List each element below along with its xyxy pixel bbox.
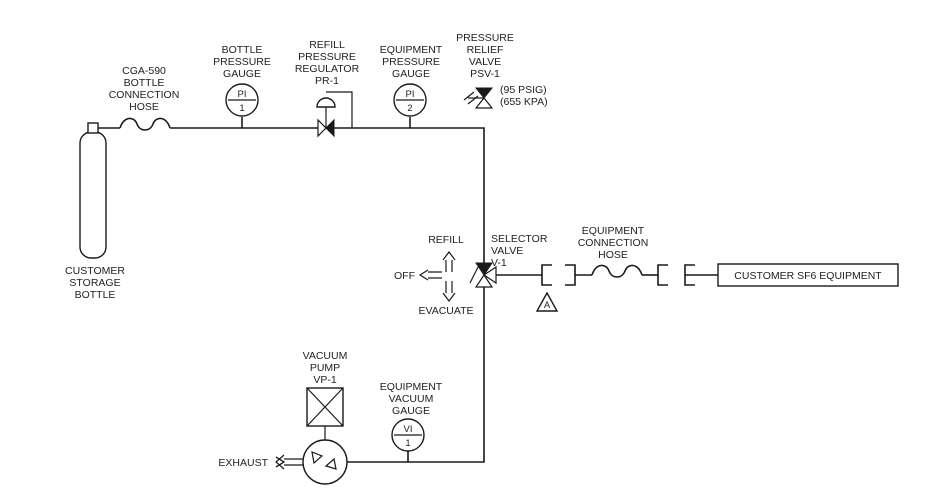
equip-hose-label-1: EQUIPMENT [582,225,645,237]
customer-sf6-equipment-box [717,263,899,287]
vacuum-pump-label-2: PUMP [310,362,340,374]
refill-label: REFILL [428,234,464,246]
relief-valve-label-3: VALVE [469,56,501,68]
selector-valve-label-2: VALVE [491,245,523,257]
cga-590-hose [119,117,171,131]
vacuum-pump-motor [306,387,344,440]
vacuum-pump-label-3: VP-1 [313,374,337,386]
cga-hose-label-4: HOSE [129,101,159,113]
marker-a: A [535,291,559,312]
vacuum-gauge-label-1: EQUIPMENT [380,381,443,393]
line-selector-to-pump [345,287,485,463]
selector-valve-label-1: SELECTOR [491,233,548,245]
vacuum-pump-vp1 [302,439,348,485]
equip-hose-label-3: HOSE [598,249,628,261]
exhaust-label: EXHAUST [218,457,268,469]
svg-text:A: A [544,300,551,311]
off-arrow-icon [418,269,442,281]
relief-setting-psig: (95 PSIG) [500,84,547,96]
cga-hose-label-3: CONNECTION [109,89,180,101]
quick-connect-1 [541,264,552,286]
customer-sf6-equipment-label: CUSTOMER SF6 EQUIPMENT [734,270,882,282]
off-label: OFF [394,270,415,282]
equipment-connection-hose [591,264,643,278]
line-regulator-to-header [334,127,485,263]
evacuate-label: EVACUATE [418,305,473,317]
relief-setting-kpa: (655 KPA) [500,96,548,108]
cga-hose-label-1: CGA-590 [122,65,166,77]
vacuum-pump-label-1: VACUUM [303,350,348,362]
vi1-tag: VI [404,424,413,435]
pi1-tag: PI [238,89,247,100]
vi1-number: 1 [405,438,410,449]
vacuum-gauge-label-2: VACUUM [389,393,434,405]
quick-connect-3 [657,264,668,286]
regulator-label-2: PRESSURE [298,51,356,63]
exhaust-arrow-icon [275,454,303,470]
storage-bottle-label-3: BOTTLE [75,289,116,301]
regulator-label-3: REGULATOR [295,63,360,75]
cga-hose-label-2: BOTTLE [124,77,165,89]
evacuate-arrow-icon [442,281,456,302]
relief-valve-label-2: RELIEF [467,44,504,56]
equip-pressure-gauge-label-1: EQUIPMENT [380,44,443,56]
vacuum-gauge-label-3: GAUGE [392,405,430,417]
refill-pressure-regulator-pr1 [316,91,353,138]
bottle-gauge-label-2: PRESSURE [213,56,271,68]
equip-hose-label-2: CONNECTION [578,237,649,249]
pressure-relief-valve-psv1 [463,87,494,109]
equip-pressure-gauge-label-2: PRESSURE [382,56,440,68]
pi2-number: 2 [407,103,412,114]
bottle-gauge-label-3: GAUGE [223,68,261,80]
refill-arrow-icon [442,251,456,272]
customer-storage-bottle [79,122,107,259]
storage-bottle-label-1: CUSTOMER [65,265,125,277]
storage-bottle-label-2: STORAGE [69,277,120,289]
bottle-gauge-label-1: BOTTLE [222,44,263,56]
pi2-tag: PI [406,89,415,100]
quick-connect-2 [565,264,576,286]
relief-valve-label-1: PRESSURE [456,32,514,44]
equip-pressure-gauge-label-3: GAUGE [392,68,430,80]
relief-valve-label-4: PSV-1 [470,68,500,80]
pi1-number: 1 [239,103,244,114]
selector-valve-label-3: V-1 [491,257,507,269]
regulator-label-4: PR-1 [315,75,339,87]
regulator-label-1: REFILL [309,39,345,51]
